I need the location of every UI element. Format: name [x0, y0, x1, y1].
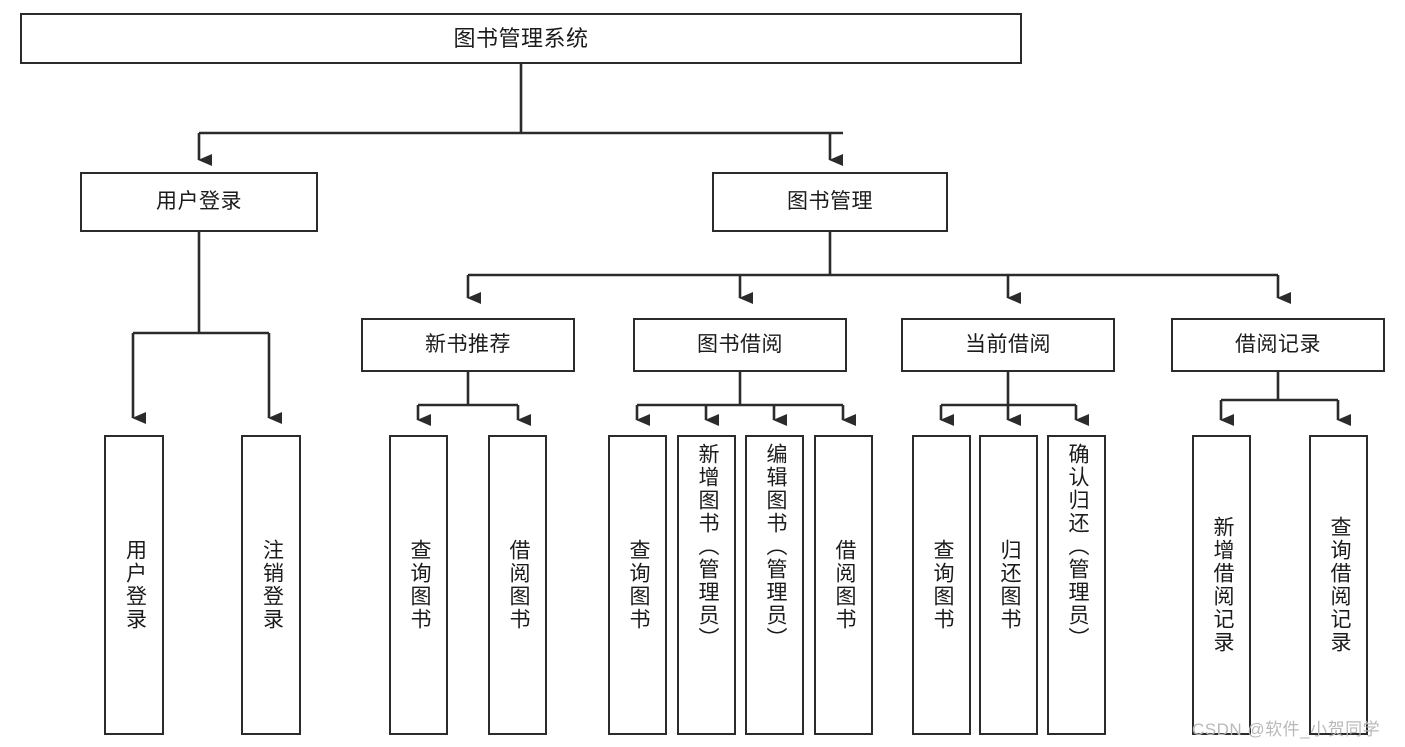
leaf-user-login-label: 用户登录	[123, 539, 147, 631]
leaf-record-query-label: 查询借阅记录	[1327, 516, 1351, 654]
leaf-current-query-book[interactable]: 查询图书	[912, 435, 971, 735]
node-user-login[interactable]: 用户登录	[80, 172, 318, 232]
leaf-recommend-query-book[interactable]: 查询图书	[389, 435, 448, 735]
leaf-borrow-borrow-book[interactable]: 借阅图书	[814, 435, 873, 735]
node-borrow-record[interactable]: 借阅记录	[1171, 318, 1385, 372]
leaf-recommend-borrow-book-label: 借阅图书	[506, 539, 530, 631]
leaf-recommend-borrow-book[interactable]: 借阅图书	[488, 435, 547, 735]
leaf-borrow-add-book-label: 新增图书（管理员）	[695, 443, 719, 650]
node-book-management[interactable]: 图书管理	[712, 172, 948, 232]
leaf-borrow-edit-book[interactable]: 编辑图书（管理员）	[745, 435, 804, 735]
node-book-management-label: 图书管理	[787, 189, 873, 213]
node-new-book-recommend[interactable]: 新书推荐	[361, 318, 575, 372]
leaf-borrow-query-book-label: 查询图书	[626, 539, 650, 631]
node-root-label: 图书管理系统	[453, 25, 589, 51]
leaf-borrow-add-book[interactable]: 新增图书（管理员）	[677, 435, 736, 735]
watermark: CSDN @软件_小贺同学	[1192, 715, 1380, 740]
node-user-login-label: 用户登录	[156, 189, 242, 213]
leaf-current-return-book-label: 归还图书	[997, 539, 1021, 631]
leaf-current-confirm-return-label: 确认归还（管理员）	[1065, 443, 1089, 650]
leaf-current-return-book[interactable]: 归还图书	[979, 435, 1038, 735]
node-book-borrow[interactable]: 图书借阅	[633, 318, 847, 372]
node-root[interactable]: 图书管理系统	[20, 13, 1022, 64]
node-new-book-recommend-label: 新书推荐	[425, 332, 511, 356]
leaf-current-query-book-label: 查询图书	[930, 539, 954, 631]
leaf-record-add[interactable]: 新增借阅记录	[1192, 435, 1251, 735]
leaf-borrow-query-book[interactable]: 查询图书	[608, 435, 667, 735]
leaf-record-add-label: 新增借阅记录	[1210, 516, 1234, 654]
leaf-recommend-query-book-label: 查询图书	[407, 539, 431, 631]
leaf-logout-label: 注销登录	[260, 539, 284, 631]
leaf-borrow-edit-book-label: 编辑图书（管理员）	[763, 443, 787, 650]
leaf-record-query[interactable]: 查询借阅记录	[1309, 435, 1368, 735]
leaf-current-confirm-return[interactable]: 确认归还（管理员）	[1047, 435, 1106, 735]
watermark-text: CSDN @软件_小贺同学	[1192, 720, 1381, 739]
node-current-borrow-label: 当前借阅	[965, 332, 1051, 356]
leaf-borrow-borrow-book-label: 借阅图书	[832, 539, 856, 631]
node-borrow-record-label: 借阅记录	[1235, 332, 1321, 356]
leaf-logout[interactable]: 注销登录	[241, 435, 301, 735]
node-current-borrow[interactable]: 当前借阅	[901, 318, 1115, 372]
leaf-user-login[interactable]: 用户登录	[104, 435, 164, 735]
node-book-borrow-label: 图书借阅	[697, 332, 783, 356]
